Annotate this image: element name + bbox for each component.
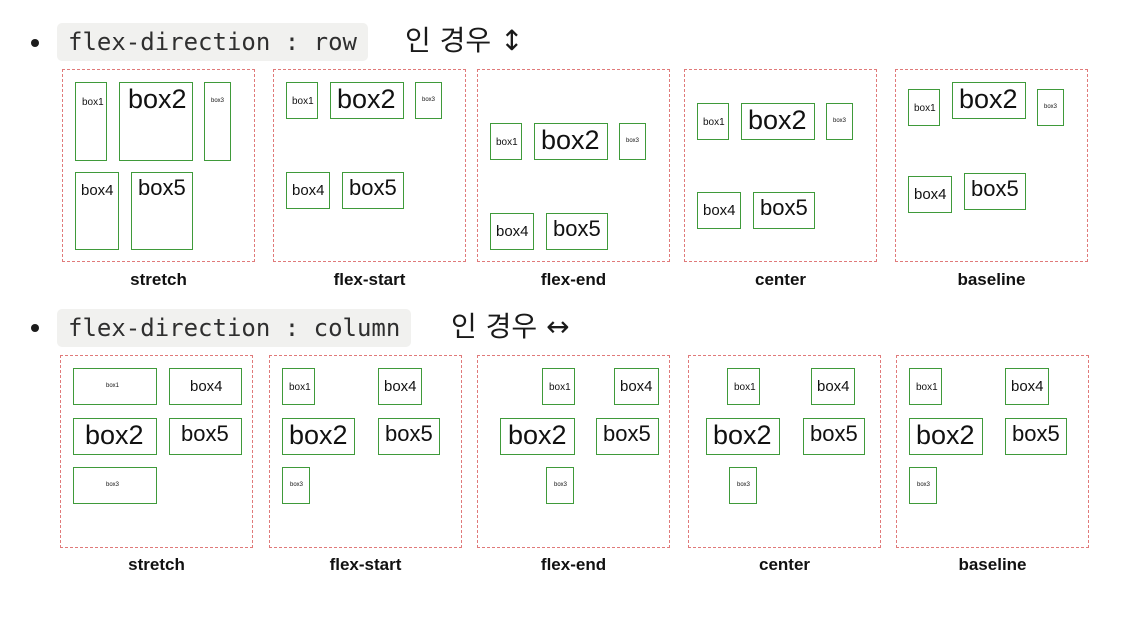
box1: box1 [490, 123, 522, 160]
box2: box2 [119, 82, 193, 161]
box1: box1 [286, 82, 318, 119]
bullet-row [31, 39, 39, 47]
code-flex-direction-row: flex-direction : row [57, 23, 368, 61]
panel-column-center: box1 box2 box3 box4 box5 [688, 355, 881, 548]
panel-row-center: box1 box2 box3 box4 box5 [684, 69, 877, 262]
box2: box2 [330, 82, 404, 119]
box2: box2 [741, 103, 815, 140]
box2: box2 [952, 82, 1026, 119]
box3: box3 [619, 123, 646, 160]
box2: box2 [909, 418, 983, 455]
box1: box1 [73, 368, 157, 405]
box4: box4 [490, 213, 534, 250]
box3: box3 [729, 467, 757, 504]
panel-row-flex-end: box1 box2 box3 box4 box5 [477, 69, 670, 262]
box4: box4 [614, 368, 659, 405]
caption-row-flex-start: flex-start [333, 270, 406, 289]
box3: box3 [1037, 89, 1064, 126]
box3: box3 [282, 467, 310, 504]
box1: box1 [75, 82, 107, 161]
panel-column-baseline: box1 box2 box3 box4 box5 [896, 355, 1089, 548]
box2: box2 [534, 123, 608, 160]
box4: box4 [169, 368, 242, 405]
panel-column-flex-end: box1 box2 box3 box4 box5 [477, 355, 670, 548]
box4: box4 [1005, 368, 1049, 405]
bullet-column [31, 324, 39, 332]
box1: box1 [908, 89, 940, 126]
box1: box1 [697, 103, 729, 140]
box4: box4 [75, 172, 119, 250]
box5: box5 [1005, 418, 1067, 455]
box3: box3 [73, 467, 157, 504]
box1: box1 [282, 368, 315, 405]
box3: box3 [204, 82, 231, 161]
box1: box1 [542, 368, 575, 405]
box5: box5 [131, 172, 193, 250]
heading-suffix-row: 인 경우 ↕ [405, 24, 524, 57]
box2: box2 [73, 418, 157, 455]
box5: box5 [753, 192, 815, 229]
code-flex-direction-column: flex-direction : column [57, 309, 412, 347]
panel-row-flex-start: box1 box2 box3 box4 box5 [273, 69, 466, 262]
panel-column-stretch: box1 box2 box3 box4 box5 [60, 355, 253, 548]
box5: box5 [169, 418, 242, 455]
heading-suffix-column: 인 경우 ↔ [451, 310, 570, 343]
box4: box4 [697, 192, 741, 229]
panel-row-baseline: box1 box2 box3 box4 box5 [895, 69, 1088, 262]
caption-column-baseline: baseline [958, 555, 1027, 574]
caption-row-center: center [754, 270, 807, 289]
box2: box2 [706, 418, 780, 455]
box2: box2 [282, 418, 355, 455]
caption-column-stretch: stretch [128, 555, 185, 574]
box3: box3 [909, 467, 937, 504]
caption-column-flex-start: flex-start [329, 555, 402, 574]
caption-row-stretch: stretch [130, 270, 187, 289]
box4: box4 [811, 368, 855, 405]
caption-column-flex-end: flex-end [540, 555, 607, 574]
box1: box1 [909, 368, 942, 405]
box5: box5 [378, 418, 440, 455]
panel-column-flex-start: box1 box2 box3 box4 box5 [269, 355, 462, 548]
box5: box5 [546, 213, 608, 250]
box3: box3 [826, 103, 853, 140]
box4: box4 [286, 172, 330, 209]
box4: box4 [908, 176, 952, 213]
caption-row-baseline: baseline [957, 270, 1026, 289]
box1: box1 [727, 368, 760, 405]
box5: box5 [964, 173, 1026, 210]
panel-row-stretch: box1 box2 box3 box4 box5 [62, 69, 255, 262]
box5: box5 [596, 418, 659, 455]
box2: box2 [500, 418, 575, 455]
caption-column-center: center [758, 555, 811, 574]
box5: box5 [342, 172, 404, 209]
box4: box4 [378, 368, 422, 405]
box5: box5 [803, 418, 865, 455]
box3: box3 [546, 467, 574, 504]
box3: box3 [415, 82, 442, 119]
caption-row-flex-end: flex-end [540, 270, 607, 289]
